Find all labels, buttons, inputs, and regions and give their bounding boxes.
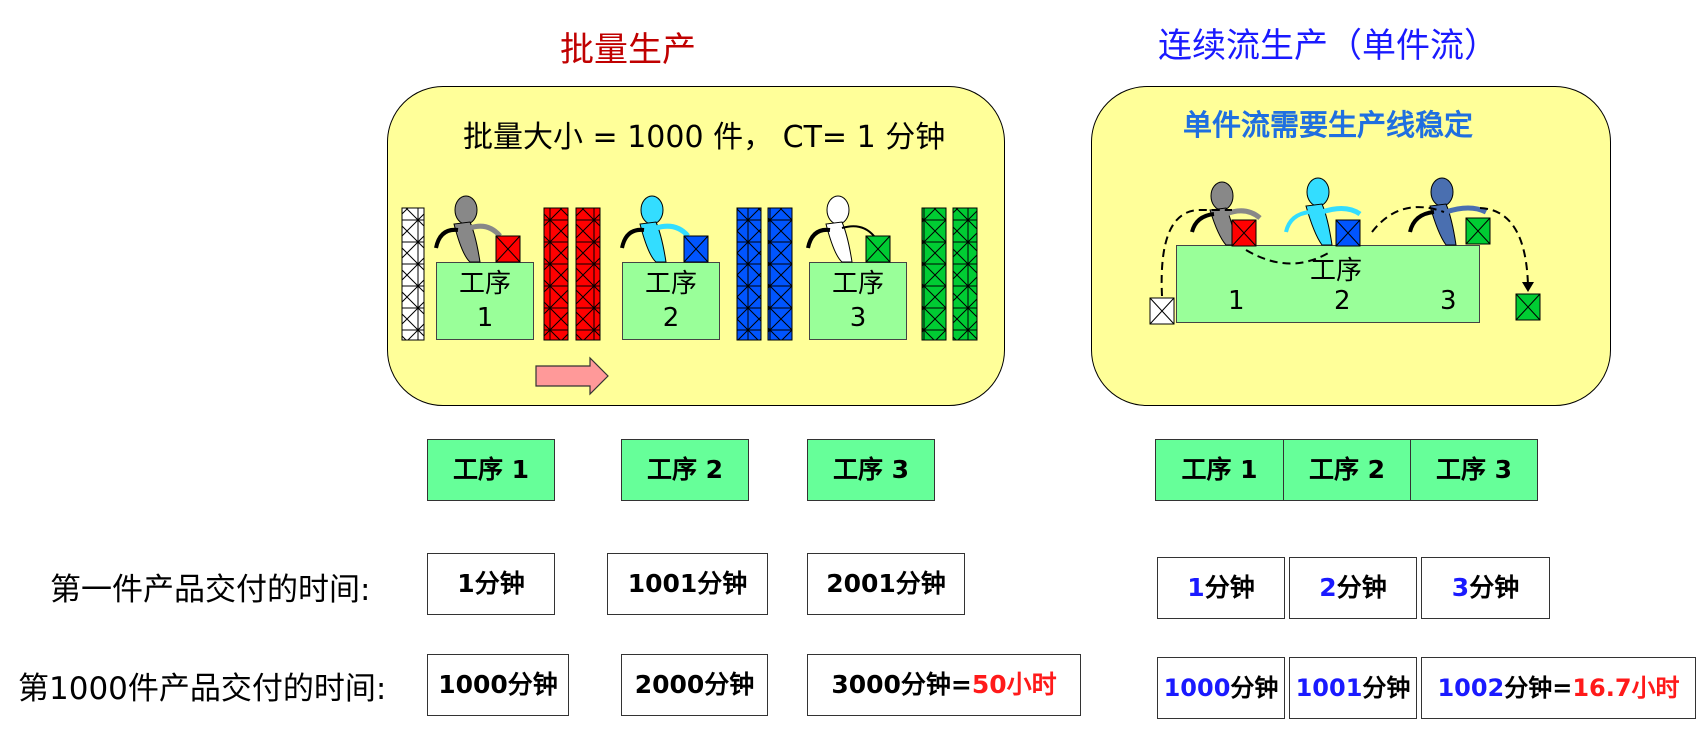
flow-step-3: 工序 3 bbox=[1410, 439, 1538, 501]
time-value: 3000分钟 bbox=[831, 670, 951, 699]
batch-step-1: 工序 1 bbox=[427, 439, 555, 501]
batch-station-3: 工序 3 bbox=[809, 262, 907, 340]
station-label: 工序 bbox=[644, 269, 697, 299]
arrowhead bbox=[1522, 282, 1534, 292]
time-unit: 分钟 bbox=[1336, 573, 1387, 602]
flow-last-time-1: 1000分钟 bbox=[1157, 657, 1285, 719]
flow-stability-note: 单件流需要生产线稳定 bbox=[1183, 108, 1474, 142]
batch-step-2: 工序 2 bbox=[621, 439, 749, 501]
batch-production-title: 批量生产 bbox=[560, 30, 696, 70]
batch-station-1: 工序 1 bbox=[436, 262, 534, 340]
time-unit: 分钟 bbox=[1362, 674, 1411, 702]
worker-figure-cyan bbox=[620, 195, 690, 263]
flow-station-label: 工序 bbox=[1310, 256, 1363, 286]
batch-last-time-3: 3000分钟=50小时 bbox=[807, 654, 1081, 716]
flow-first-time-3: 3分钟 bbox=[1421, 557, 1550, 619]
batch-first-time-3: 2001分钟 bbox=[807, 553, 965, 615]
equals-sign: = bbox=[1552, 674, 1573, 702]
flow-last-time-3: 1002分钟=16.7小时 bbox=[1421, 657, 1696, 719]
blue-crate-stack bbox=[767, 207, 793, 341]
worker-figure-cyan bbox=[1284, 177, 1362, 246]
station-number: 1 bbox=[476, 303, 494, 333]
red-crate-stack bbox=[575, 207, 601, 341]
time-unit: 分钟 bbox=[1469, 573, 1520, 602]
blue-crate-stack bbox=[736, 207, 762, 341]
flow-first-time-2: 2分钟 bbox=[1289, 557, 1417, 619]
batch-last-time-1: 1000分钟 bbox=[427, 654, 569, 716]
station-label: 工序 bbox=[458, 269, 511, 299]
equals-sign: = bbox=[950, 670, 972, 699]
worker-figure-gray bbox=[434, 195, 502, 263]
time-number: 2 bbox=[1319, 573, 1337, 602]
batch-step-3: 工序 3 bbox=[807, 439, 935, 501]
flow-station-number-2: 2 bbox=[1334, 286, 1351, 316]
time-unit: 分钟 bbox=[1230, 674, 1279, 702]
worker-figure-slate bbox=[1408, 177, 1488, 246]
worker-figure-gray bbox=[1190, 181, 1262, 246]
batch-first-time-2: 1001分钟 bbox=[607, 553, 768, 615]
flow-last-time-2: 1001分钟 bbox=[1289, 657, 1417, 719]
time-number: 3 bbox=[1451, 573, 1470, 602]
flow-first-time-1: 1分钟 bbox=[1157, 557, 1285, 619]
time-number: 1002 bbox=[1437, 674, 1505, 702]
flow-station-number-1: 1 bbox=[1228, 286, 1245, 316]
station-label: 工序 bbox=[831, 269, 884, 299]
station-number: 3 bbox=[849, 303, 867, 333]
green-crate-stack bbox=[921, 207, 947, 341]
time-unit: 分钟 bbox=[1504, 674, 1553, 702]
time-number: 1001 bbox=[1295, 674, 1363, 702]
last-delivery-label: 第1000件产品交付的时间: bbox=[18, 671, 387, 707]
green-crate-stack bbox=[952, 207, 978, 341]
batch-first-time-1: 1分钟 bbox=[427, 553, 555, 615]
transfer-path bbox=[1371, 206, 1445, 233]
hours-result: 50小时 bbox=[971, 670, 1057, 699]
white-crate-stack bbox=[401, 207, 425, 341]
station-number: 2 bbox=[662, 303, 680, 333]
batch-size-info: 批量大小 = 1000 件， CT= 1 分钟 bbox=[463, 120, 946, 155]
flow-direction-arrow bbox=[535, 356, 609, 396]
transfer-path bbox=[1160, 209, 1232, 297]
time-number: 1 bbox=[1187, 573, 1205, 602]
flow-step-2: 工序 2 bbox=[1283, 439, 1411, 501]
red-crate-stack bbox=[543, 207, 569, 341]
time-unit: 分钟 bbox=[1204, 573, 1255, 602]
flow-step-1: 工序 1 bbox=[1155, 439, 1284, 501]
continuous-flow-title: 连续流生产（单件流） bbox=[1158, 26, 1498, 66]
time-number: 1000 bbox=[1163, 674, 1231, 702]
hours-result: 16.7小时 bbox=[1572, 674, 1680, 702]
batch-last-time-2: 2000分钟 bbox=[621, 654, 768, 716]
transfer-path bbox=[1245, 249, 1331, 265]
flow-station-number-3: 3 bbox=[1440, 286, 1457, 316]
worker-figure-white bbox=[806, 195, 875, 263]
first-delivery-label: 第一件产品交付的时间: bbox=[50, 572, 371, 608]
transfer-path bbox=[1479, 207, 1529, 287]
batch-station-2: 工序 2 bbox=[622, 262, 720, 340]
